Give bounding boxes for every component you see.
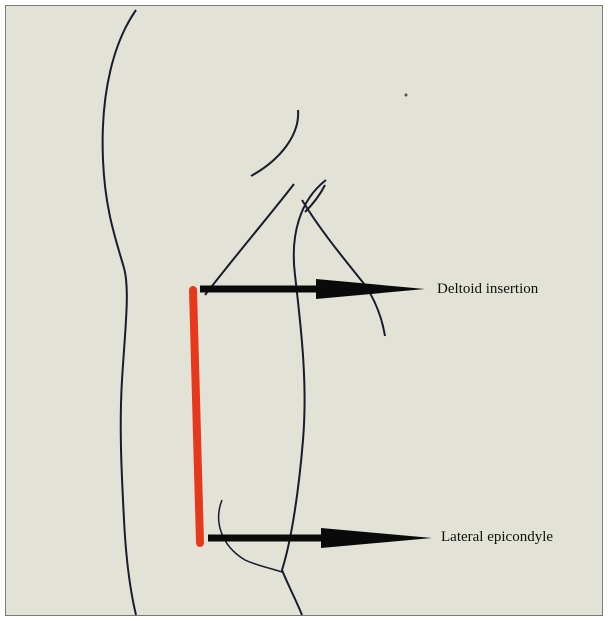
- paper-background: [6, 6, 602, 615]
- deltoid-insertion-label: Deltoid insertion: [437, 282, 538, 297]
- paper-speck: [405, 94, 408, 97]
- lateral-epicondyle-label: Lateral epicondyle: [441, 530, 553, 545]
